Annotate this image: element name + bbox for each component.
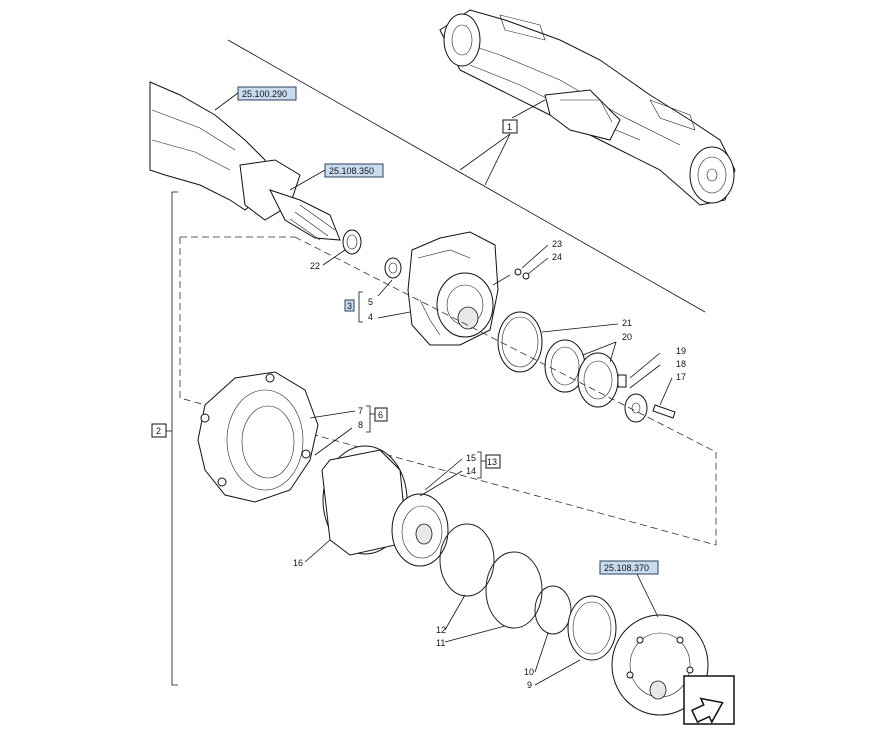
group-6-label: 6: [378, 410, 383, 420]
callout-16: 16: [293, 558, 303, 568]
callout-18: 18: [676, 359, 686, 369]
callout-21: 21: [622, 318, 632, 328]
reference-25-108-370[interactable]: 25.108.370: [599, 560, 659, 575]
group-13-label: 13: [487, 457, 497, 467]
part-4-steering-knuckle: [384, 231, 499, 346]
part-11-ring: [485, 551, 543, 629]
section-line: [227, 39, 706, 313]
reference-25-108-370-text: 25.108.370: [604, 563, 649, 573]
callout-17: 17: [676, 372, 686, 382]
callout-8: 8: [358, 420, 363, 430]
group-1-box[interactable]: [502, 119, 518, 134]
group-1-label: 1: [507, 122, 512, 132]
reference-25-108-350[interactable]: 25.108.350: [324, 163, 384, 178]
callout-5: 5: [368, 297, 373, 307]
callout-4: 4: [368, 312, 373, 322]
callout-10: 10: [524, 667, 534, 677]
reference-25-100-290[interactable]: 25.100.290: [237, 86, 297, 101]
callout-14: 14: [466, 466, 476, 476]
group-3-label: 3: [347, 301, 352, 311]
planetary-carrier-housing: [197, 371, 319, 503]
callout-19: 19: [676, 346, 686, 356]
part-20-bearing: [544, 339, 619, 408]
group-13-box[interactable]: [485, 454, 501, 469]
reference-25-100-290-text: 25.100.290: [242, 89, 287, 99]
part-23-24-pin: 23 24: [492, 239, 562, 286]
reference-25-108-350-text: 25.108.350: [329, 166, 374, 176]
part-12-snap-ring: [439, 523, 495, 597]
callout-24: 24: [552, 252, 562, 262]
part-10-ring: [534, 585, 572, 635]
axle-assembly-illustration: [439, 9, 736, 206]
group-6-box[interactable]: [374, 407, 388, 422]
callout-9: 9: [527, 680, 532, 690]
callout-7: 7: [358, 406, 363, 416]
group-3-box[interactable]: [344, 299, 355, 312]
callout-15: 15: [466, 453, 476, 463]
callout-23: 23: [552, 239, 562, 249]
group-2-label: 2: [156, 426, 161, 436]
axle-housing-arm-illustration: [149, 81, 341, 241]
callout-12: 12: [436, 625, 446, 635]
group-2-box[interactable]: [151, 423, 167, 438]
callout-22: 22: [310, 261, 320, 271]
assembly-dashed-outline: [179, 236, 717, 546]
part-16-ring-gear: [321, 445, 408, 556]
next-page-arrow-icon[interactable]: [683, 675, 735, 728]
callout-11: 11: [436, 638, 445, 648]
part-21-seal: [497, 311, 543, 373]
part-22-bearing: 22: [310, 229, 362, 271]
part-14-sun-gear: [391, 493, 449, 567]
callout-20: 20: [622, 332, 632, 342]
part-9-seal: [567, 595, 617, 661]
part-17-19-flange: 19 18 17: [617, 346, 686, 423]
